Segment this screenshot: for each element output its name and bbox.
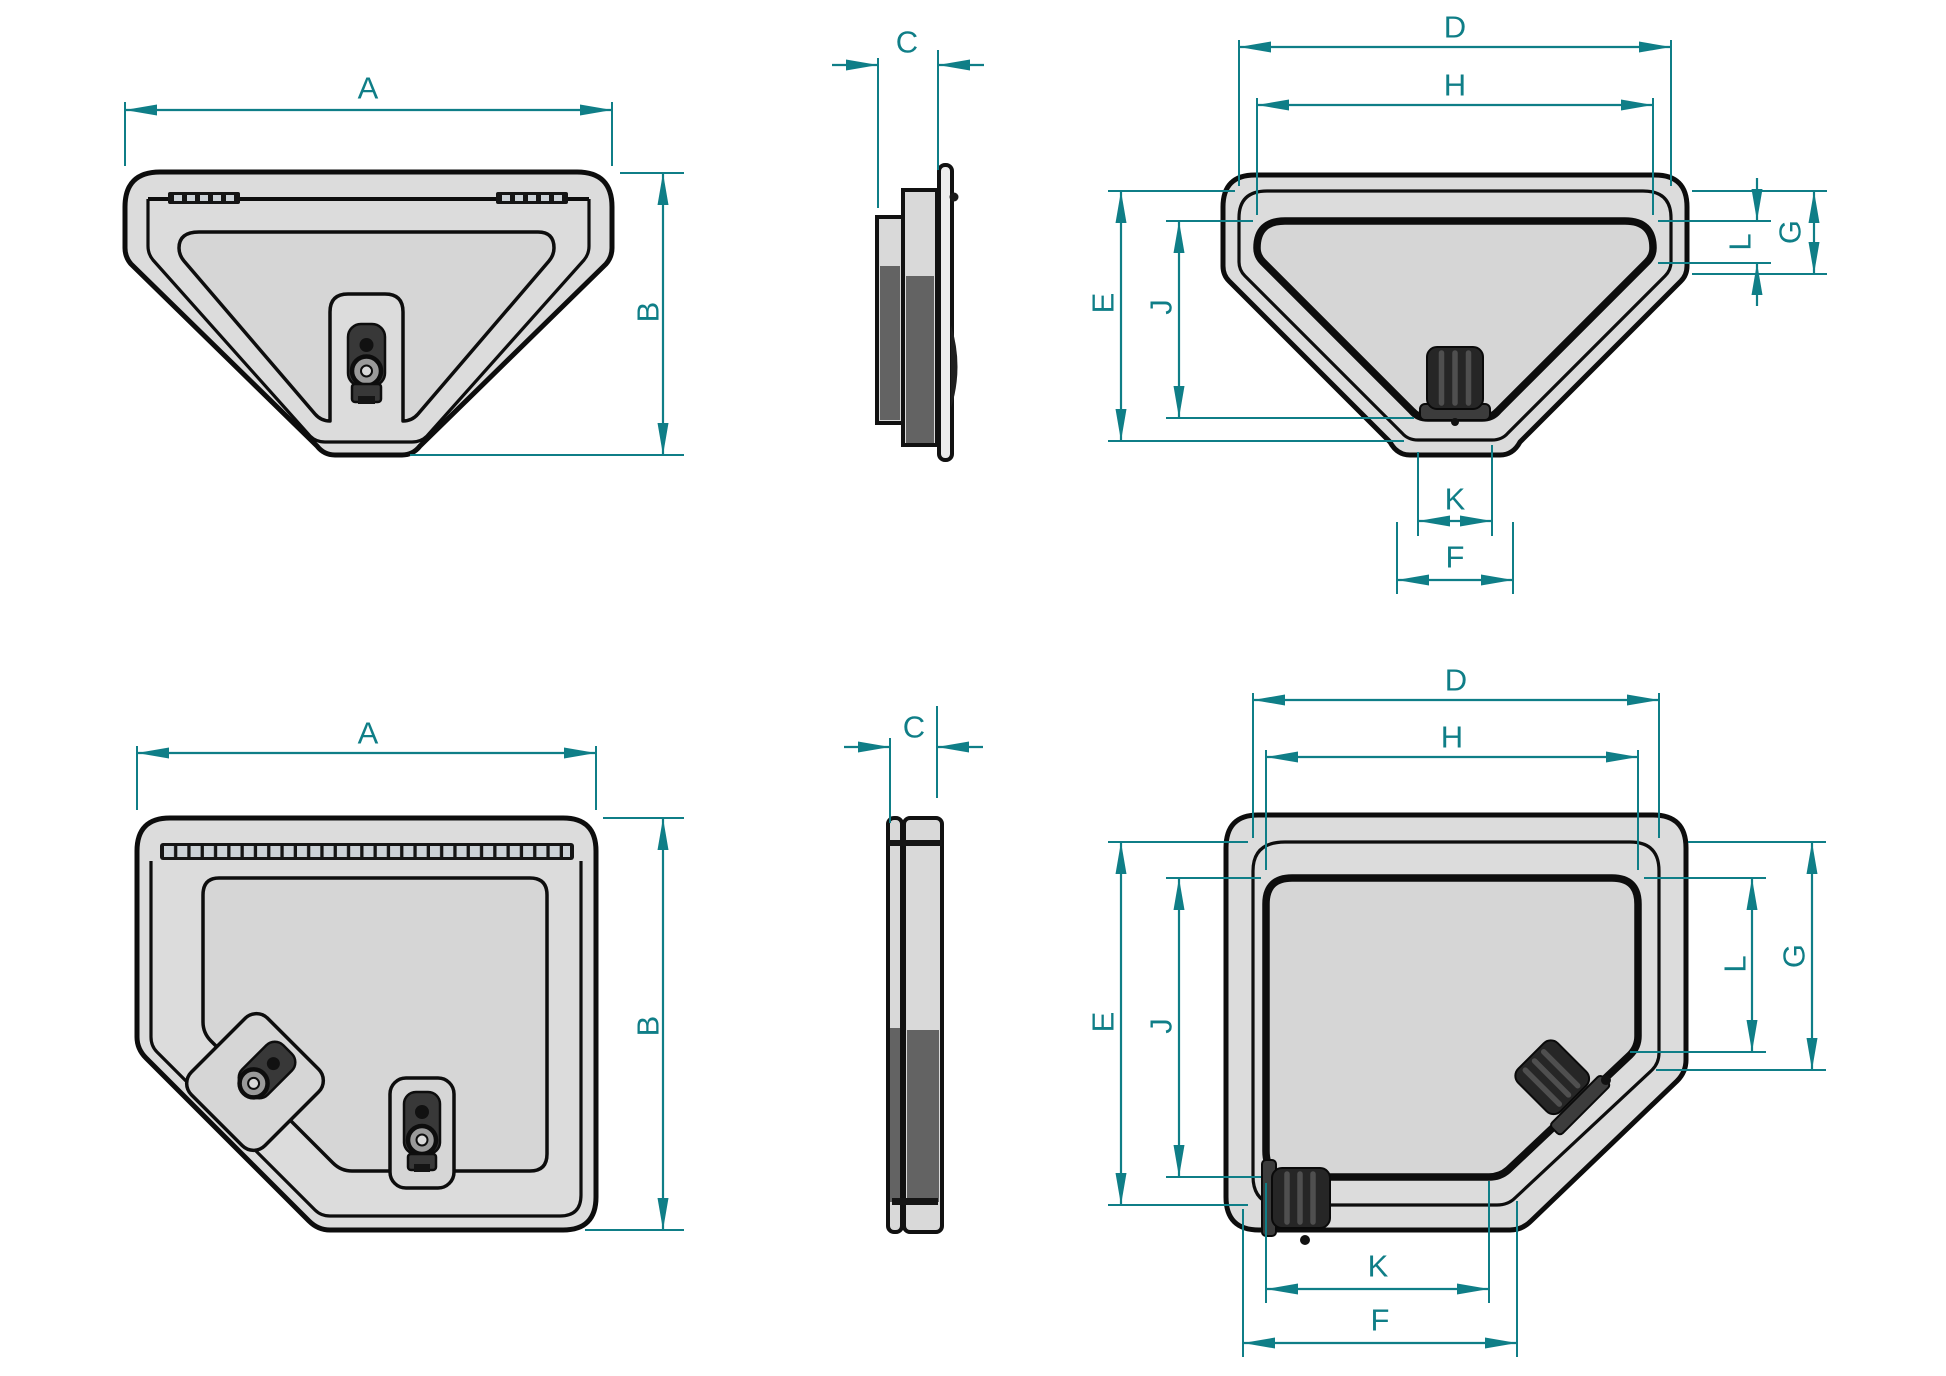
- dim-label-L: L: [1723, 233, 1758, 250]
- dimension-J-row2: J: [1144, 877, 1261, 1178]
- dimension-B-row2: B: [585, 817, 684, 1231]
- dim-label-B: B: [631, 1016, 666, 1037]
- dim-label-L: L: [1718, 955, 1753, 972]
- dimension-H-row1: H: [1256, 68, 1654, 215]
- side-latch-bump: [951, 325, 958, 408]
- dimension-J-row1: J: [1144, 220, 1414, 419]
- dim-label-H: H: [1444, 68, 1466, 103]
- dimension-D-row1: D: [1238, 10, 1672, 186]
- dim-label-D: D: [1445, 663, 1467, 698]
- dim-label-F: F: [1446, 540, 1465, 575]
- dimension-F-row1: F: [1396, 522, 1514, 594]
- dim-label-C: C: [903, 710, 925, 745]
- square-hatch-back-view: D H E J G L K: [1086, 663, 1826, 1357]
- square-hatch-side-view: C: [844, 706, 983, 1234]
- dimension-D-row2: D: [1252, 663, 1660, 838]
- latch-pin: [1600, 1075, 1611, 1086]
- dimension-B-row1: B: [410, 172, 684, 456]
- latch-front: [346, 322, 387, 404]
- dim-label-G: G: [1773, 220, 1808, 244]
- dim-label-H: H: [1441, 720, 1463, 755]
- dimension-C-row2: C: [844, 706, 983, 823]
- side-flange: [937, 163, 954, 462]
- square-hatch-front-view: A B: [134, 716, 684, 1233]
- dim-label-K: K: [1445, 482, 1466, 517]
- latch-foot-notch: [358, 396, 375, 404]
- dim-label-F: F: [1371, 1303, 1390, 1338]
- side-frame-dark: [880, 266, 900, 420]
- side-frame-dark: [890, 1028, 900, 1202]
- latch-ring-center: [360, 364, 373, 378]
- recessed-panel: [177, 230, 556, 423]
- latch-back: [1419, 346, 1491, 426]
- dim-label-J: J: [1144, 1018, 1179, 1034]
- dimension-A-row1: A: [124, 71, 613, 166]
- latch-pin-dot: [266, 1057, 280, 1071]
- latch-back-left: [1261, 1159, 1331, 1245]
- dim-label-B: B: [631, 302, 666, 323]
- dim-label-E: E: [1086, 293, 1121, 314]
- lid-edge: [1237, 189, 1673, 442]
- latch-pin-dot: [415, 1105, 429, 1119]
- dim-label-G: G: [1777, 944, 1812, 968]
- latch-foot-notch: [414, 1164, 430, 1172]
- dim-label-A: A: [358, 716, 379, 751]
- side-lid-dark: [907, 1030, 939, 1202]
- hinge-dashes-right: [502, 195, 562, 201]
- dimension-G-row1: G: [1692, 190, 1827, 275]
- latch-pin: [1300, 1235, 1310, 1245]
- dim-label-J: J: [1144, 299, 1179, 315]
- dim-label-C: C: [896, 25, 918, 60]
- lid-seam: [146, 199, 591, 444]
- triangular-hatch-side-view: C: [832, 25, 984, 462]
- side-hinge-pin: [949, 192, 959, 202]
- hinge-comb: [164, 846, 570, 857]
- latch-pin: [1451, 418, 1459, 426]
- dim-label-E: E: [1086, 1012, 1121, 1033]
- dimension-L-row1: L: [1658, 178, 1771, 306]
- dimension-E-row1: E: [1086, 190, 1404, 442]
- side-hinge-cap: [888, 840, 942, 846]
- dim-label-D: D: [1444, 10, 1466, 45]
- triangular-hatch-back-view: D H E J G L K: [1086, 10, 1827, 594]
- hatch-outer-body: [122, 169, 615, 458]
- dimension-F-row2: F: [1242, 1201, 1518, 1357]
- lid-edge: [1251, 840, 1661, 1207]
- dimension-C-row1: C: [832, 25, 984, 208]
- dimension-H-row2: H: [1265, 720, 1639, 870]
- dimension-E-row2: E: [1086, 841, 1248, 1206]
- side-bottom-web: [892, 1198, 938, 1205]
- dimension-G-row2: G: [1656, 841, 1826, 1071]
- latch-pin-dot: [359, 338, 374, 352]
- latch-pocket-diagonal: [184, 1011, 326, 1153]
- dimension-L-row2: L: [1630, 877, 1766, 1053]
- dimension-K-row2: K: [1265, 1181, 1490, 1303]
- latch-ring-center: [415, 1133, 429, 1147]
- dim-label-K: K: [1368, 1249, 1389, 1284]
- triangular-hatch-front-view: A B: [122, 71, 684, 458]
- hinge-dashes-left: [174, 195, 234, 201]
- side-lid-dark: [906, 276, 934, 443]
- dimension-K-row1: K: [1417, 445, 1493, 536]
- latch-pocket-bottom: [388, 1076, 456, 1190]
- latch-back-diagonal: [1514, 1039, 1611, 1136]
- dimension-A-row2: A: [136, 716, 597, 810]
- lid-seam: [149, 861, 583, 1218]
- latch-ring-center: [247, 1076, 261, 1090]
- dim-label-A: A: [358, 71, 379, 106]
